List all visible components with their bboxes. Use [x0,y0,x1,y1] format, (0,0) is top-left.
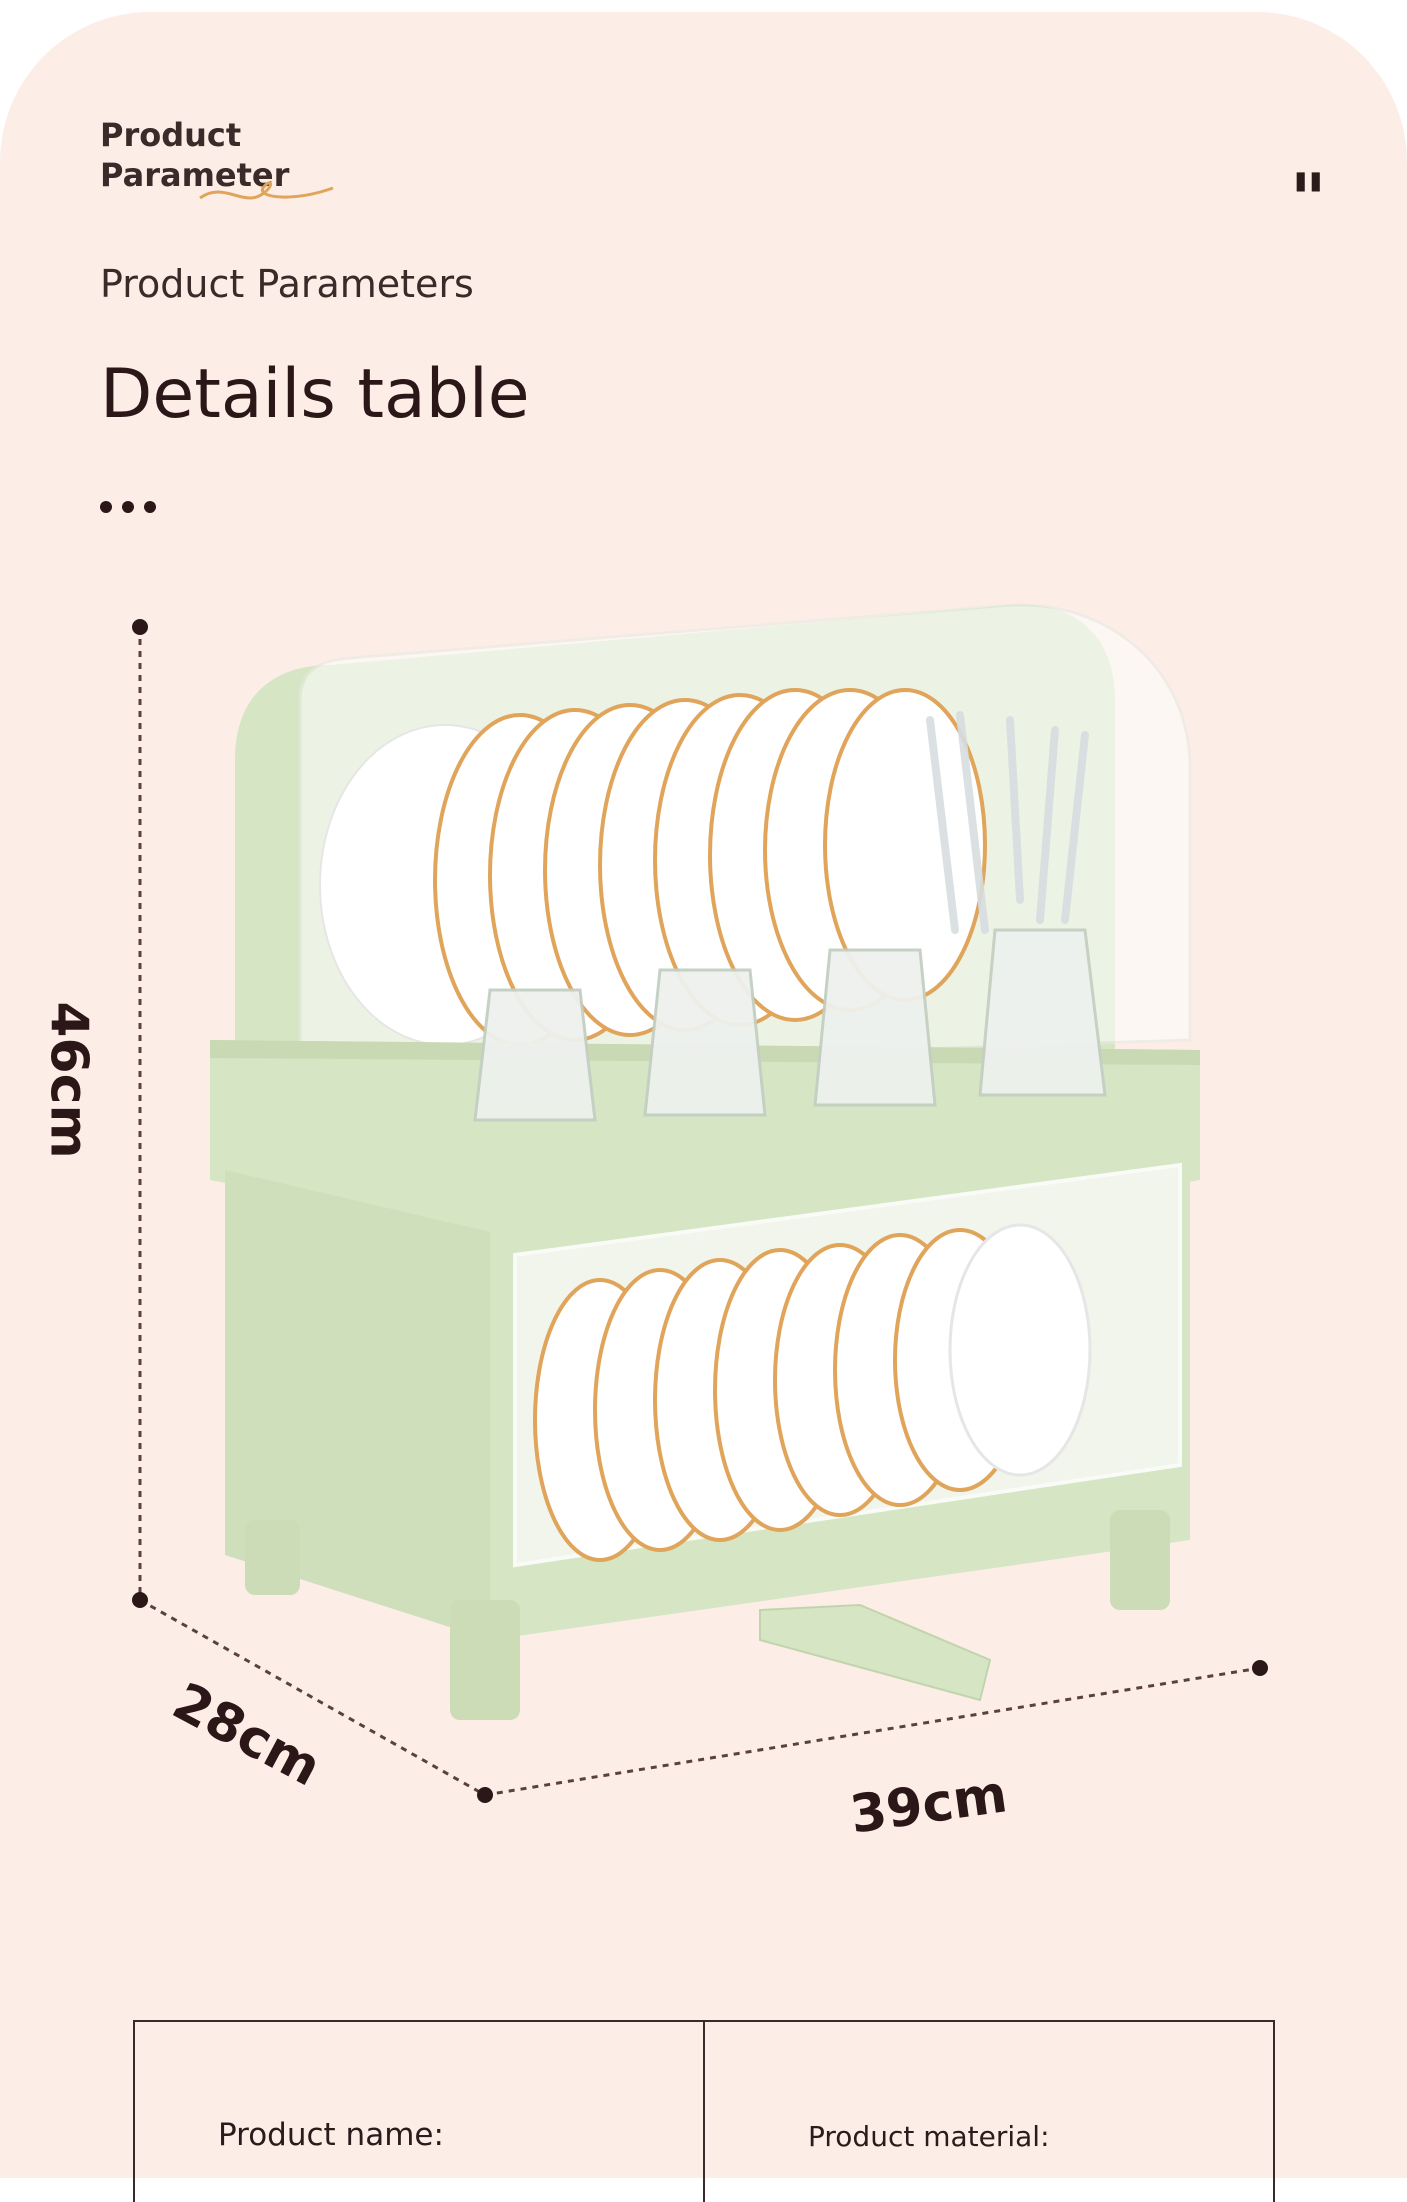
swash-icon [199,181,334,200]
legs [245,1510,1170,1720]
page-subtitle: Product Parameters [100,262,474,306]
logo-line-2: Parameter [100,156,290,194]
dish-rack-illustration [132,603,1268,1803]
logo-line-1: Product [100,116,242,154]
table-divider [703,2022,705,2202]
cutlery [926,711,1089,934]
details-table: Product name: Product material: [133,2020,1275,2202]
quote-mark-icon: " [1290,159,1327,241]
height-dimension-label: 46cm [38,1001,99,1159]
product-name-label: Product name: [218,2117,444,2153]
product-material-label: Product material: [808,2120,1050,2153]
page-title: Details table [100,355,530,434]
ellipsis-dots [100,498,166,517]
dimension-endpoints [132,619,1268,1803]
product-parameter-logo: Product Parameter [100,115,340,215]
upper-tray [210,1040,1200,1232]
lower-bowls [533,1223,1092,1562]
glasses [473,928,1107,1122]
drip-tray [759,1603,992,1702]
